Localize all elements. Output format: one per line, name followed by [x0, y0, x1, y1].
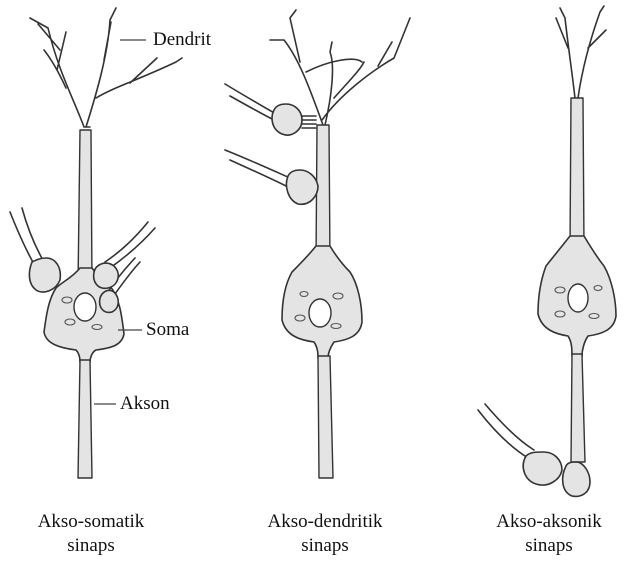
- dendrite-trunk: [570, 98, 584, 248]
- axon: [78, 360, 92, 478]
- synaptic-bouton-upper: [272, 104, 302, 135]
- caption-line2: sinaps: [6, 534, 176, 558]
- caption-axo-somatic: Akso-somatik sinaps: [6, 510, 176, 558]
- synaptic-bouton: [523, 452, 562, 485]
- neuron-axo-axonic: [478, 6, 616, 496]
- caption-line2: sinaps: [240, 534, 410, 558]
- presynaptic-axon-upper: [225, 84, 276, 120]
- label-axon: Akson: [120, 394, 170, 413]
- nucleus: [309, 299, 331, 327]
- label-soma: Soma: [146, 320, 189, 339]
- nucleus: [74, 293, 96, 321]
- caption-line1: Akso-aksonik: [464, 510, 634, 534]
- neuron-axo-dendritic: [225, 10, 410, 478]
- caption-axo-axonic: Akso-aksonik sinaps: [464, 510, 634, 558]
- presynaptic-axon: [478, 404, 534, 458]
- dendrite-trunk: [78, 130, 92, 285]
- synaptic-cleft-upper: [302, 116, 316, 128]
- dendrite-tree: [30, 8, 182, 127]
- nucleus: [568, 284, 588, 312]
- dendrite-trunk: [316, 125, 330, 262]
- axon: [571, 354, 585, 462]
- synaptic-bouton-lower: [286, 170, 318, 204]
- presynaptic-axon-left: [10, 208, 44, 264]
- synaptic-bouton-left: [29, 258, 60, 292]
- caption-line2: sinaps: [464, 534, 634, 558]
- presynaptic-axon-lower: [225, 150, 290, 186]
- synaptic-bouton-right-upper: [94, 263, 119, 288]
- dendrite-tree: [556, 6, 606, 98]
- caption-axo-dendritic: Akso-dendritik sinaps: [240, 510, 410, 558]
- axon: [318, 356, 333, 478]
- axon-terminal: [563, 462, 590, 496]
- synaptic-bouton-right-lower: [100, 290, 119, 312]
- caption-line1: Akso-somatik: [6, 510, 176, 534]
- caption-line1: Akso-dendritik: [240, 510, 410, 534]
- label-dendrite: Dendrit: [153, 30, 211, 49]
